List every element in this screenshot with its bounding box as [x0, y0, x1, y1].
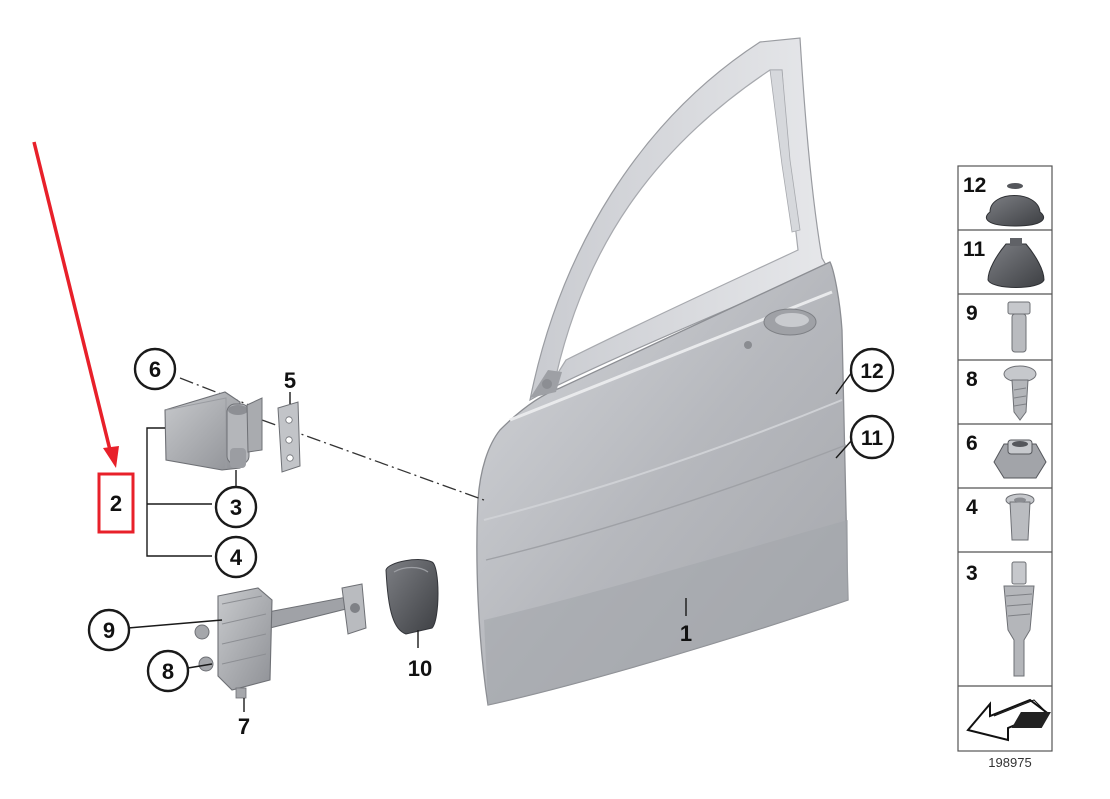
hinge-shim-plate	[277, 401, 301, 473]
svg-text:8: 8	[966, 368, 978, 391]
callout-6: 6	[133, 347, 177, 391]
svg-text:12: 12	[963, 174, 986, 197]
svg-text:5: 5	[284, 368, 296, 393]
leader-12	[835, 371, 853, 395]
svg-text:4: 4	[230, 545, 243, 570]
svg-text:12: 12	[860, 360, 883, 383]
svg-text:3: 3	[966, 562, 978, 585]
callout-8: 8	[146, 649, 190, 693]
leader-11	[835, 439, 853, 459]
door-hinge	[164, 391, 263, 471]
svg-text:4: 4	[966, 496, 978, 519]
svg-text:10: 10	[408, 656, 432, 681]
svg-text:1: 1	[680, 621, 692, 646]
group-2-bracket	[146, 427, 212, 557]
callout-3: 3	[214, 485, 258, 529]
door-stop-buffer	[385, 559, 439, 635]
legend-item-6: 6	[966, 432, 1047, 479]
door-shell	[476, 37, 849, 706]
door-check-strap	[194, 583, 367, 699]
callout-11: 11	[849, 414, 895, 460]
svg-text:11: 11	[861, 427, 884, 450]
svg-text:7: 7	[238, 714, 250, 739]
leader-9	[127, 619, 223, 629]
callout-5: 5	[284, 368, 296, 393]
hinge-door-axis-line	[261, 419, 485, 501]
svg-text:6: 6	[966, 432, 978, 455]
leader-8	[187, 663, 213, 669]
legend-item-3: 3	[966, 561, 1035, 677]
legend-item-8: 8	[966, 365, 1037, 421]
legend-item-4: 4	[966, 493, 1035, 541]
legend-item-12: 12	[963, 174, 1045, 227]
red-annotation-arrow	[32, 141, 119, 468]
svg-text:9: 9	[966, 302, 978, 325]
svg-text:3: 3	[230, 495, 242, 520]
legend-item-11: 11	[963, 238, 1045, 288]
svg-text:9: 9	[103, 618, 115, 643]
callout-1: 1	[680, 621, 692, 646]
callout-12: 12	[849, 347, 895, 393]
callout-4: 4	[214, 535, 258, 579]
diagram-id-label: 198975	[988, 755, 1031, 770]
callout-2: 2	[97, 472, 135, 534]
callout-7: 7	[238, 714, 250, 739]
parts-legend: 12 11 9 8 6	[957, 165, 1053, 752]
legend-arrow-pictogram	[966, 698, 1051, 742]
legend-item-9: 9	[966, 301, 1031, 353]
svg-text:2: 2	[110, 491, 122, 516]
callout-10: 10	[408, 656, 432, 681]
svg-text:8: 8	[162, 659, 174, 684]
svg-text:6: 6	[149, 357, 161, 382]
svg-text:11: 11	[963, 238, 986, 261]
callout-9: 9	[87, 608, 131, 652]
